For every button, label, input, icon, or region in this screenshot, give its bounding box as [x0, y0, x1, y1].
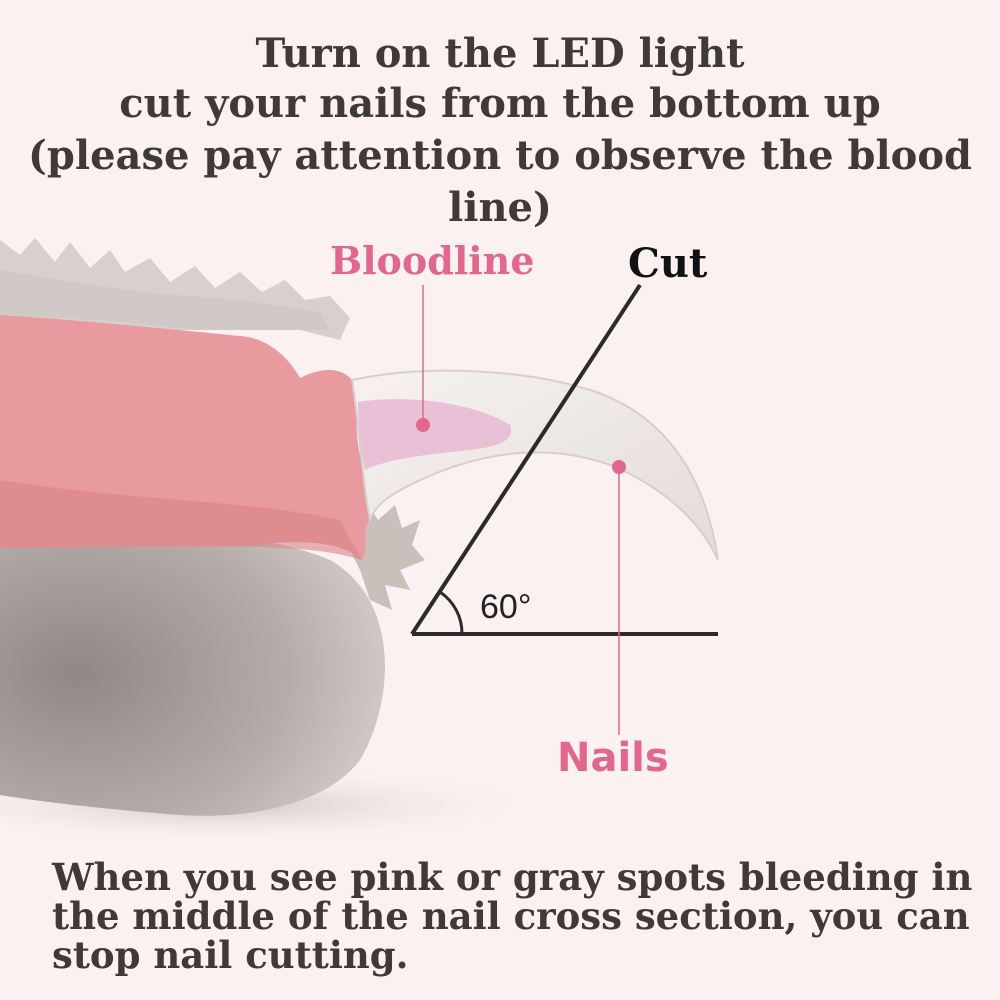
- nails-label: Nails: [557, 735, 669, 781]
- nails-dot: [612, 460, 626, 474]
- instruction-header: Turn on the LED light cut your nails fro…: [0, 28, 1000, 234]
- cut-line: [410, 283, 642, 636]
- bloodline-label: Bloodline: [330, 238, 535, 283]
- angle-arc: [439, 590, 464, 635]
- bloodline-dot: [416, 418, 430, 432]
- pink-toe-shade: [0, 480, 362, 560]
- paw-body: [0, 529, 385, 816]
- header-line-3: (please pay attention to observe the blo…: [28, 132, 972, 231]
- header-line-1: Turn on the LED light: [255, 30, 745, 77]
- instruction-footer: When you see pink or gray spots bleeding…: [52, 858, 982, 975]
- upper-fur-inner: [0, 270, 330, 330]
- cut-label: Cut: [628, 240, 708, 287]
- footer-line-1: When you see pink or gray spots bleeding…: [52, 855, 973, 899]
- angle-label: 60°: [480, 588, 532, 626]
- footer-line-2: the middle of the nail cross section, yo…: [52, 894, 970, 938]
- footer-line-3: stop nail cutting.: [52, 933, 409, 977]
- bloodline-quick: [358, 399, 512, 470]
- header-line-2: cut your nails from the bottom up: [119, 80, 881, 127]
